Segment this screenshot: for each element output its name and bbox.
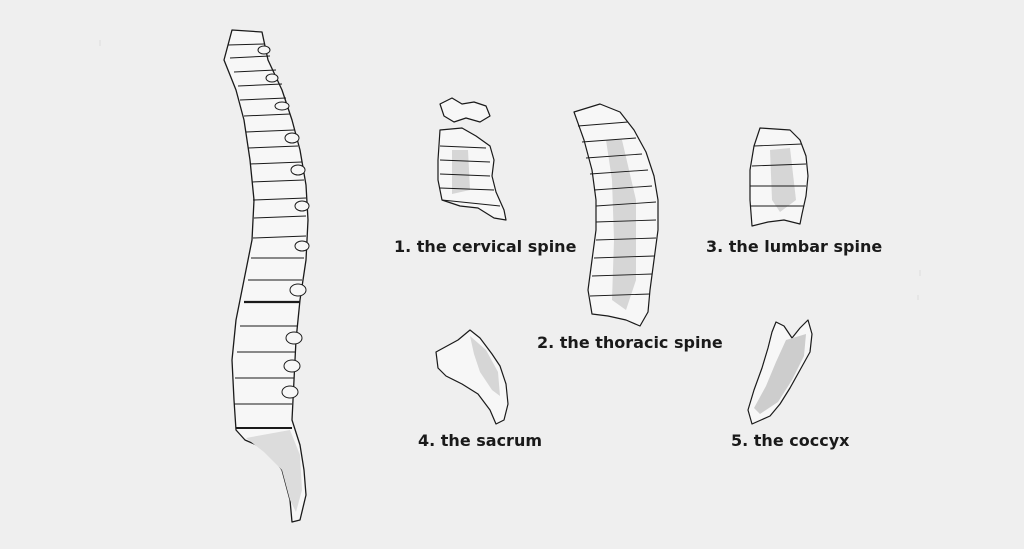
coccyx-shade [754, 334, 806, 414]
thoracic-spine-illustration [573, 103, 659, 327]
sacrum-shade [470, 336, 500, 396]
spine-processes [257, 45, 310, 399]
cervical-spine-illustration [437, 97, 507, 221]
thoracic-shade [606, 140, 636, 310]
label-coccyx: 5. the coccyx [731, 431, 850, 450]
cervical-lines [439, 145, 501, 207]
lumbar-shade [770, 148, 796, 212]
coccyx-illustration [747, 319, 813, 425]
lumbar-spine-illustration [749, 127, 809, 227]
thoracic-lines [577, 121, 657, 297]
cervical-atlas [439, 97, 491, 123]
sacrum-shape [435, 329, 509, 425]
full-spine-illustration [223, 29, 310, 523]
sacrum-illustration [435, 329, 509, 425]
spine-vertebra-lines [227, 43, 307, 429]
label-cervical-spine: 1. the cervical spine [394, 237, 577, 256]
cervical-shade [452, 150, 470, 194]
lumbar-lines [750, 143, 807, 207]
background-marks [99, 40, 921, 300]
label-lumbar-spine: 3. the lumbar spine [706, 237, 883, 256]
spine-sacrum-shade [246, 430, 302, 512]
label-sacrum: 4. the sacrum [418, 431, 542, 450]
label-thoracic-spine: 2. the thoracic spine [537, 333, 723, 352]
